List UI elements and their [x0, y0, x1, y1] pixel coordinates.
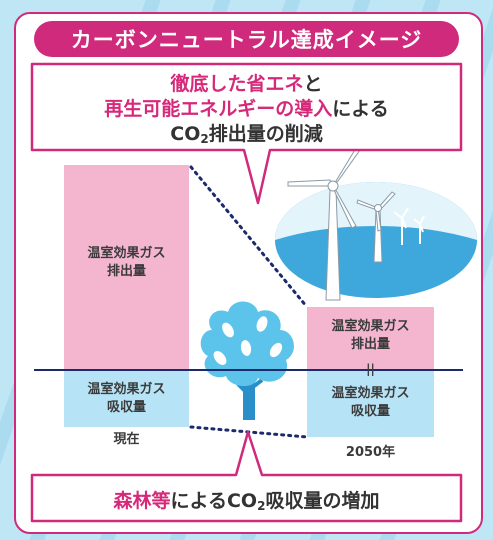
current-emission-bar: [64, 165, 189, 370]
future-emission-label: 温室効果ガス排出量: [331, 319, 410, 352]
callout-top-highlight-2: 再生可能エネルギーの導入: [104, 98, 333, 120]
wind-turbine-illustration: [275, 147, 477, 301]
wind-turbine-icon: [287, 147, 361, 301]
current-absorption-label: 温室効果ガス吸収量: [87, 382, 166, 415]
future-axis-label: 2050年: [345, 445, 396, 460]
future-emission-bar: [307, 307, 434, 370]
emission-trend-line: [189, 165, 309, 309]
future-absorption-label: 温室効果ガス吸収量: [331, 386, 410, 419]
callout-bottom-highlight: 森林等: [113, 490, 171, 512]
tree-icon: [200, 301, 294, 420]
callout-top-highlight-1: 徹底した省エネ: [170, 73, 304, 95]
bottom-callout-box: [30, 430, 463, 523]
current-emission-label: 温室効果ガス排出量: [87, 246, 166, 279]
top-callout-text: 徹底した省エネと 再生可能エネルギーの導入による CO2排出量の削減: [104, 73, 389, 146]
bottom-callout-text: 森林等によるCO2吸収量の増加: [113, 490, 380, 513]
wind-turbine-icon: [393, 207, 425, 245]
top-callout-box: [30, 62, 463, 205]
current-axis-label: 現在: [113, 432, 140, 447]
future-absorption-bar: [307, 370, 434, 437]
page-title: カーボンニュートラル達成イメージ: [34, 21, 459, 57]
current-absorption-bar: [64, 370, 189, 427]
wind-turbine-icon: [356, 191, 396, 263]
equals-sign: ||: [366, 362, 375, 376]
